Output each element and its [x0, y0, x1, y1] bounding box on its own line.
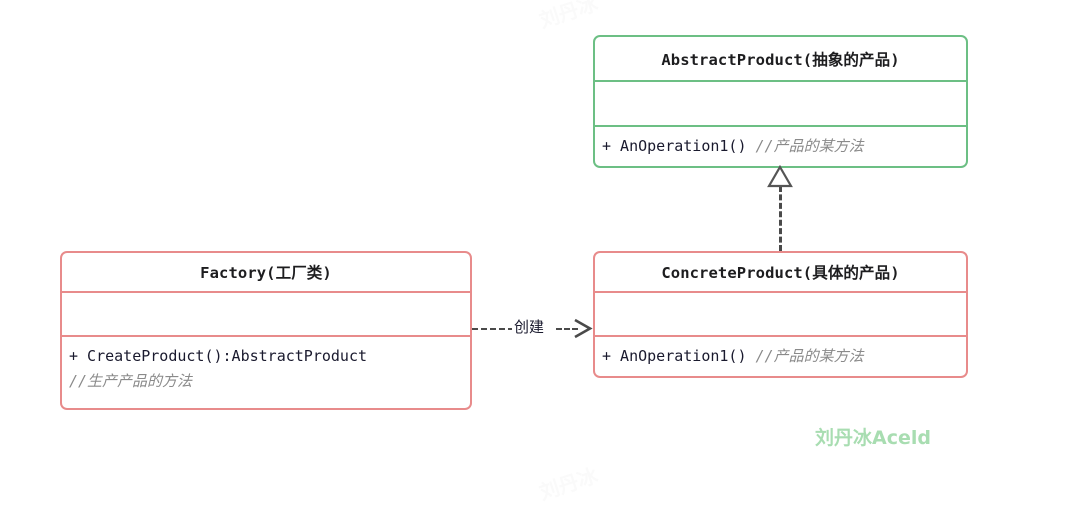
method-signature-abstract-product: + AnOperation1() [602, 137, 747, 155]
dependency-open-arrow-icon [574, 318, 593, 339]
class-methods-abstract-product: + AnOperation1() //产品的某方法 [595, 127, 966, 166]
class-box-factory[interactable]: Factory(工厂类) + CreateProduct():AbstractP… [60, 251, 472, 410]
class-name-factory: Factory(工厂类) [62, 253, 470, 293]
dependency-label-create: 创建 [512, 318, 547, 336]
class-methods-concrete-product: + AnOperation1() //产品的某方法 [595, 337, 966, 376]
class-attributes-concrete-product [595, 293, 966, 337]
class-name-concrete-product: ConcreteProduct(具体的产品) [595, 253, 966, 293]
method-comment-abstract-product: //产品的某方法 [755, 137, 864, 155]
method-signature-factory: + CreateProduct():AbstractProduct [69, 347, 368, 365]
class-name-abstract-product: AbstractProduct(抽象的产品) [595, 37, 966, 82]
dependency-dashed-line-right [556, 328, 578, 330]
watermark-author: 刘丹冰Aceld [815, 427, 931, 449]
class-box-concrete-product[interactable]: ConcreteProduct(具体的产品) + AnOperation1() … [593, 251, 968, 378]
watermark-faint-top: 刘丹冰 [536, 0, 601, 33]
realization-hollow-triangle-icon [767, 165, 793, 188]
method-comment-concrete-product: //产品的某方法 [755, 347, 864, 365]
dependency-dashed-line-left [472, 328, 514, 330]
realization-dashed-line [779, 186, 782, 251]
class-methods-factory: + CreateProduct():AbstractProduct //生产产品… [62, 337, 470, 408]
class-attributes-abstract-product [595, 82, 966, 127]
class-attributes-factory [62, 293, 470, 337]
method-comment-factory: //生产产品的方法 [69, 372, 193, 390]
method-signature-concrete-product: + AnOperation1() [602, 347, 747, 365]
watermark-faint-bottom: 刘丹冰 [536, 463, 601, 505]
class-box-abstract-product[interactable]: AbstractProduct(抽象的产品) + AnOperation1() … [593, 35, 968, 168]
